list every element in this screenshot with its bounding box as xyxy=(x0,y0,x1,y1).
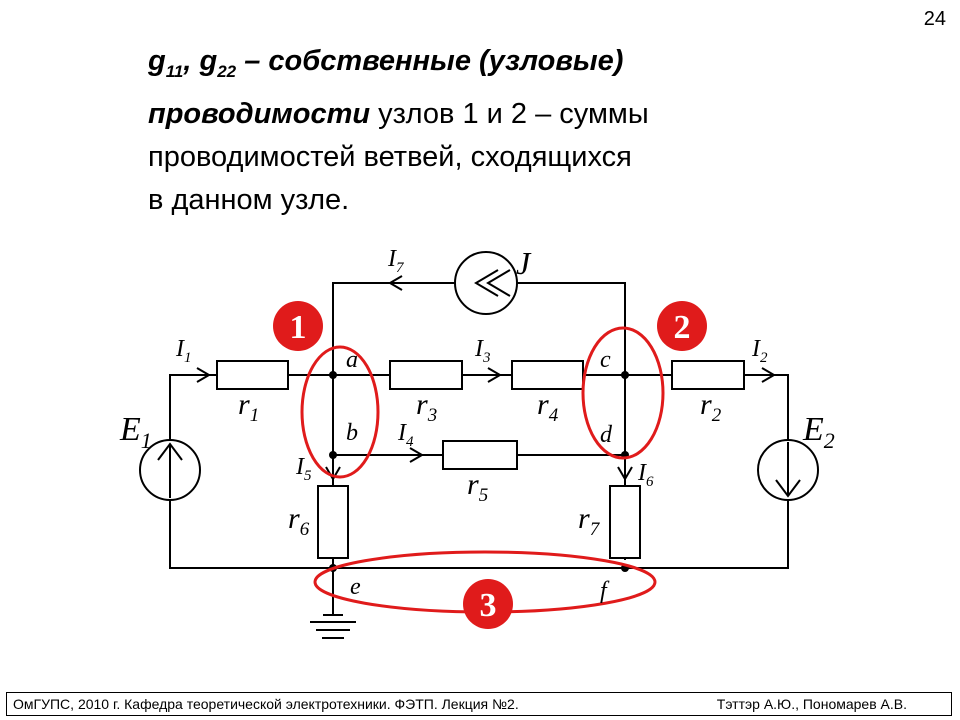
label-i5: I5 xyxy=(295,454,312,484)
arrow-i3 xyxy=(487,367,502,383)
wire-bottom-rail xyxy=(169,500,789,569)
node-label-b: b xyxy=(346,420,358,446)
label-e2: E2 xyxy=(802,411,835,453)
circuit-diagram: 1 2 3 I7 J I1 I3 I2 I4 I5 I6 r1 r3 r4 r2… xyxy=(119,245,835,639)
label-i2: I2 xyxy=(751,336,768,366)
label-i7: I7 xyxy=(387,246,405,276)
wire-right-branch xyxy=(744,374,789,440)
emf-e2 xyxy=(757,439,819,501)
node-dot-b xyxy=(329,451,337,459)
arrow-i5 xyxy=(325,466,341,481)
highlight-node-2 xyxy=(581,326,665,460)
marker-2: 2 xyxy=(674,309,691,346)
marker-1-circle xyxy=(273,301,323,351)
resistor-r4 xyxy=(511,360,584,390)
heading-line-3: проводимостей ветвей, сходящихся xyxy=(148,140,632,173)
marker-1: 1 xyxy=(290,309,307,346)
marker-2-circle xyxy=(657,301,707,351)
label-r1: r1 xyxy=(238,388,259,426)
label-i1: I1 xyxy=(175,336,192,366)
marker-3: 3 xyxy=(480,587,497,624)
label-i4: I4 xyxy=(397,420,414,450)
label-r6: r6 xyxy=(288,502,310,540)
arrow-i6 xyxy=(617,466,633,481)
label-i3: I3 xyxy=(474,336,491,366)
heading-line-2: проводимости узлов 1 и 2 – суммы xyxy=(148,97,649,130)
node-markers: 1 2 3 xyxy=(273,301,707,629)
label-r3: r3 xyxy=(416,388,437,426)
wire-left-branch xyxy=(169,374,390,440)
resistor-r6 xyxy=(317,485,349,559)
heading-line-4: в данном узле. xyxy=(148,183,350,216)
g11-symbol: g11 xyxy=(148,45,184,81)
g22-symbol: g22 xyxy=(199,45,237,81)
node-label-a: a xyxy=(346,347,358,373)
slide-footer: ОмГУПС, 2010 г. Кафедра теоретической эл… xyxy=(6,692,952,716)
highlight-node-1 xyxy=(300,345,380,479)
resistor-r1 xyxy=(216,360,289,390)
circuit-labels: I7 J I1 I3 I2 I4 I5 I6 r1 r3 r4 r2 r5 r6… xyxy=(119,245,835,540)
slide-heading: g11, g22 – собственные (узловые) проводи… xyxy=(148,40,848,222)
node-dot-a xyxy=(329,371,337,379)
term-own-conductances: собственные (узловые) xyxy=(268,45,624,77)
resistor-r2 xyxy=(671,360,745,390)
footer-authors: Тэттэр А.Ю., Пономарев А.В. xyxy=(716,696,907,712)
node-label-d: d xyxy=(600,422,613,448)
heading-line-1: g11, g22 – собственные (узловые) xyxy=(148,45,624,81)
page-number: 24 xyxy=(923,8,946,30)
resistor-r5 xyxy=(442,440,518,470)
resistor-r3 xyxy=(389,360,463,390)
arrow-i4 xyxy=(409,447,424,463)
node-label-f: f xyxy=(600,578,610,604)
arrow-i7 xyxy=(388,275,403,291)
arrow-i1 xyxy=(196,367,211,383)
arrow-i2 xyxy=(761,367,776,383)
label-r5: r5 xyxy=(467,468,488,506)
term-conductances: проводимости xyxy=(148,97,371,130)
label-r7: r7 xyxy=(578,502,601,540)
ground-symbol xyxy=(310,614,356,639)
current-arrows xyxy=(196,275,776,481)
resistor-r7 xyxy=(609,485,641,559)
current-source-j xyxy=(454,251,518,315)
label-r4: r4 xyxy=(537,388,559,426)
node-dot-c xyxy=(621,371,629,379)
label-j: J xyxy=(516,245,532,281)
resistors xyxy=(216,360,745,559)
node-labels: a b c d e f xyxy=(346,347,613,604)
label-r2: r2 xyxy=(700,388,722,426)
label-i6: I6 xyxy=(637,460,654,490)
circuit-wires xyxy=(169,282,789,639)
footer-course-info: ОмГУПС, 2010 г. Кафедра теоретической эл… xyxy=(13,696,519,712)
node-label-e: e xyxy=(350,574,361,600)
node-label-c: c xyxy=(600,347,611,373)
emf-e1 xyxy=(139,439,201,501)
label-e1: E1 xyxy=(119,411,152,453)
marker-3-circle xyxy=(463,579,513,629)
